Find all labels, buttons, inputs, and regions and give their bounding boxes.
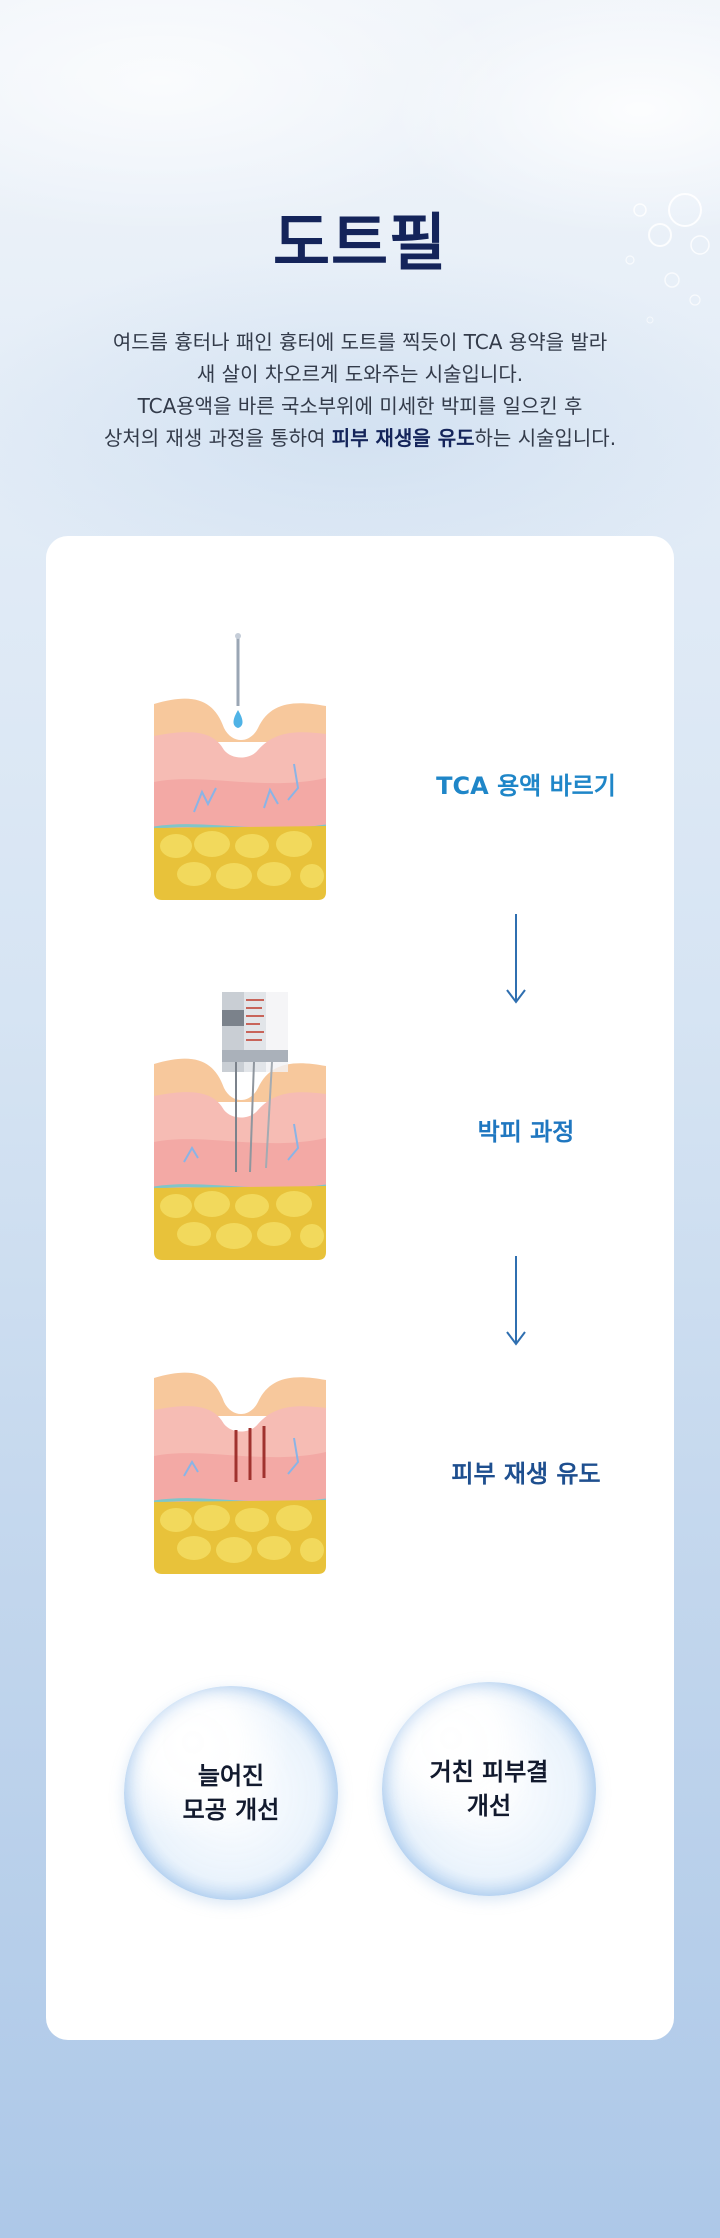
benefit-bubble-texture: 거친 피부결 개선 — [382, 1682, 596, 1896]
dropper-on-skin-icon — [154, 633, 326, 900]
benefit-line: 모공 개선 — [182, 1796, 280, 1824]
intro-text-segment: 상처의 재생 과정을 통하여 — [103, 426, 332, 450]
intro-highlight: 피부 재생을 유도 — [331, 426, 475, 450]
intro-line: TCA용액을 바른 국소부위에 미세한 박피를 일으킨 후 — [137, 394, 583, 418]
arrow-down-icon — [506, 1256, 526, 1346]
microneedle-on-skin-icon — [154, 992, 326, 1260]
intro-line: 새 살이 차오르게 도와주는 시술입니다. — [196, 362, 524, 386]
benefit-line: 개선 — [466, 1792, 512, 1820]
benefit-line: 거친 피부결 — [429, 1758, 549, 1786]
benefit-text: 거친 피부결 개선 — [382, 1682, 596, 1896]
intro-line: 상처의 재생 과정을 통하여 피부 재생을 유도하는 시술입니다. — [40, 422, 680, 454]
benefit-bubble-pores: 늘어진 모공 개선 — [124, 1686, 338, 1900]
step-1-label: TCA 용액 바르기 — [436, 772, 616, 800]
benefit-text: 늘어진 모공 개선 — [124, 1686, 338, 1900]
benefit-line: 늘어진 — [197, 1762, 265, 1790]
step-2-label: 박피 과정 — [477, 1118, 575, 1146]
header-background — [0, 0, 720, 560]
intro-line: 여드름 흉터나 패인 흉터에 도트를 찍듯이 TCA 용약을 발라 — [112, 330, 608, 354]
intro-text-segment: 하는 시술입니다. — [474, 426, 617, 450]
arrow-down-icon — [506, 914, 526, 1004]
procedure-card: TCA 용액 바르기 박피 과정 — [46, 536, 674, 2040]
water-bubbles-decoration — [625, 193, 710, 324]
page-title: 도트필 — [272, 206, 448, 279]
step-3-label: 피부 재생 유도 — [451, 1460, 601, 1488]
healing-skin-icon — [154, 1372, 326, 1574]
intro-text: 여드름 흉터나 패인 흉터에 도트를 찍듯이 TCA 용약을 발라 새 살이 차… — [40, 326, 680, 454]
